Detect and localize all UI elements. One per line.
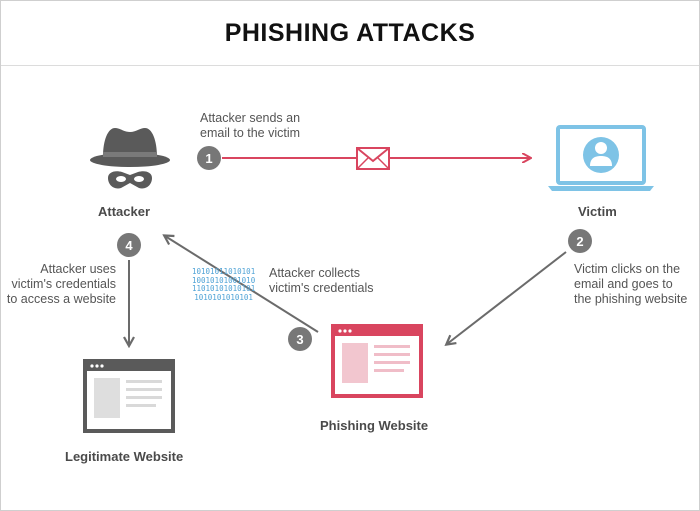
step-badge-2-number: 2 bbox=[576, 234, 583, 249]
envelope-icon bbox=[356, 147, 390, 170]
step-badge-1: 1 bbox=[197, 146, 221, 170]
step-badge-4: 4 bbox=[117, 233, 141, 257]
step-badge-3: 3 bbox=[288, 327, 312, 351]
attacker-label: Attacker bbox=[98, 204, 151, 219]
step-badge-4-number: 4 bbox=[125, 238, 133, 253]
legitimate-website-icon bbox=[83, 359, 175, 433]
step-1-description: Attacker sends an email to the victim bbox=[200, 111, 301, 140]
step-2-description: Victim clicks on the email and goes to t… bbox=[574, 262, 688, 306]
step-badge-2: 2 bbox=[568, 229, 592, 253]
header: PHISHING ATTACKS bbox=[1, 1, 699, 66]
victim-label: Victim bbox=[578, 204, 617, 219]
binary-credentials: 10101011010101 10010101001010 1101010101… bbox=[192, 267, 256, 302]
page-title: PHISHING ATTACKS bbox=[224, 19, 476, 47]
spy-hat-icon bbox=[90, 128, 170, 189]
step-badge-3-number: 3 bbox=[296, 332, 303, 347]
phishing-website-label: Phishing Website bbox=[320, 418, 429, 433]
step-badge-1-number: 1 bbox=[205, 151, 212, 166]
arrow-step-3 bbox=[165, 236, 319, 333]
phishing-website-icon bbox=[331, 324, 423, 398]
step-3-description: Attacker collects victim's credentials bbox=[269, 266, 374, 295]
arrow-step-2 bbox=[447, 251, 567, 344]
legitimate-website-label: Legitimate Website bbox=[65, 449, 184, 464]
laptop-user-icon bbox=[548, 125, 654, 191]
step-4-description: Attacker uses victim's credentials to ac… bbox=[6, 262, 116, 306]
